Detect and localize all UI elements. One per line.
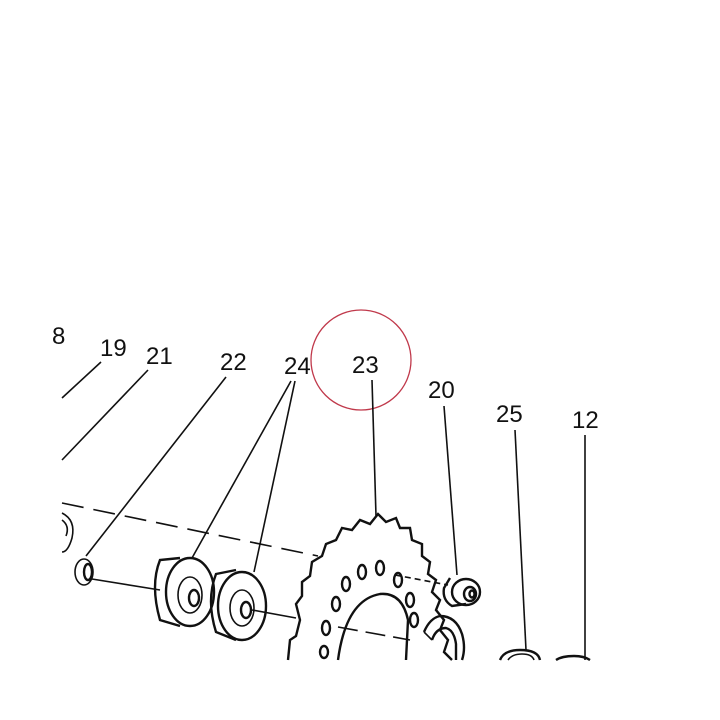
bearing-1-body xyxy=(153,556,181,628)
hole-9 xyxy=(408,611,420,629)
label-20: 20 xyxy=(428,377,455,404)
washer-25-inner xyxy=(507,653,535,661)
spacer-inner xyxy=(82,562,94,582)
label-22: 22 xyxy=(220,349,247,376)
hole-1 xyxy=(330,595,342,613)
bearing-1 xyxy=(153,556,216,628)
part-12-edge xyxy=(555,654,591,662)
leader-22 xyxy=(85,376,227,557)
leader-20 xyxy=(443,405,458,576)
nut-flange xyxy=(462,585,478,603)
hole-7 xyxy=(320,619,332,637)
leader-23 xyxy=(371,379,377,517)
axle-lines xyxy=(61,502,449,641)
bearing-1-face xyxy=(164,556,216,628)
nut-bore xyxy=(468,589,476,599)
highlight-circle xyxy=(310,309,412,411)
circlip-outer xyxy=(422,614,466,661)
label-25: 25 xyxy=(496,401,523,428)
hole-3 xyxy=(356,563,368,581)
leader-21 xyxy=(61,369,149,461)
hole-5 xyxy=(392,571,404,589)
leader-25 xyxy=(514,429,527,651)
sprocket-teeth xyxy=(286,512,453,661)
label-12: 12 xyxy=(572,407,599,434)
axle-lower-mid xyxy=(251,609,297,619)
part-12 xyxy=(555,654,591,662)
leader-24a xyxy=(191,380,292,559)
axle-lower-left xyxy=(91,578,161,591)
label-21: 21 xyxy=(146,343,173,370)
left-cylinder-inner xyxy=(61,519,69,537)
left-cylinder-edge xyxy=(61,512,74,553)
sprocket-center-bore xyxy=(336,592,410,661)
label-19: 19 xyxy=(100,335,127,362)
leader-24b xyxy=(253,380,296,573)
circlip-end xyxy=(423,631,433,641)
label-24: 24 xyxy=(284,353,311,380)
leader-lines xyxy=(61,361,586,660)
label-23: 23 xyxy=(352,352,379,379)
hole-8 xyxy=(318,644,330,660)
axle-lower-dashed xyxy=(337,626,411,641)
bearing-1-bore xyxy=(187,588,201,608)
hole-4 xyxy=(374,559,386,577)
spacer-22 xyxy=(74,558,94,586)
nut-body xyxy=(442,577,467,608)
washer-25-edge xyxy=(498,648,542,661)
hole-2 xyxy=(340,575,352,593)
sprocket-23 xyxy=(286,512,453,661)
circlip xyxy=(422,614,466,661)
bearing-2-body xyxy=(209,568,237,642)
bearing-2 xyxy=(209,568,268,642)
nut-face xyxy=(450,577,482,607)
axle-upper-dashed xyxy=(61,502,319,557)
label-18: 8 xyxy=(52,323,65,350)
nut-20 xyxy=(442,577,482,608)
bolt-axis-dashed xyxy=(394,574,449,586)
bearing-2-face xyxy=(216,570,268,642)
circlip-inner xyxy=(430,626,458,660)
bearing-2-bore xyxy=(239,600,253,620)
sprocket-bolt-holes xyxy=(318,559,420,660)
washer-25 xyxy=(498,648,542,661)
hole-6 xyxy=(404,591,416,609)
leader-19 xyxy=(61,361,102,399)
left-cylinder-part xyxy=(61,512,74,553)
bearing-2-race xyxy=(229,589,255,627)
bearing-1-race xyxy=(177,576,203,614)
